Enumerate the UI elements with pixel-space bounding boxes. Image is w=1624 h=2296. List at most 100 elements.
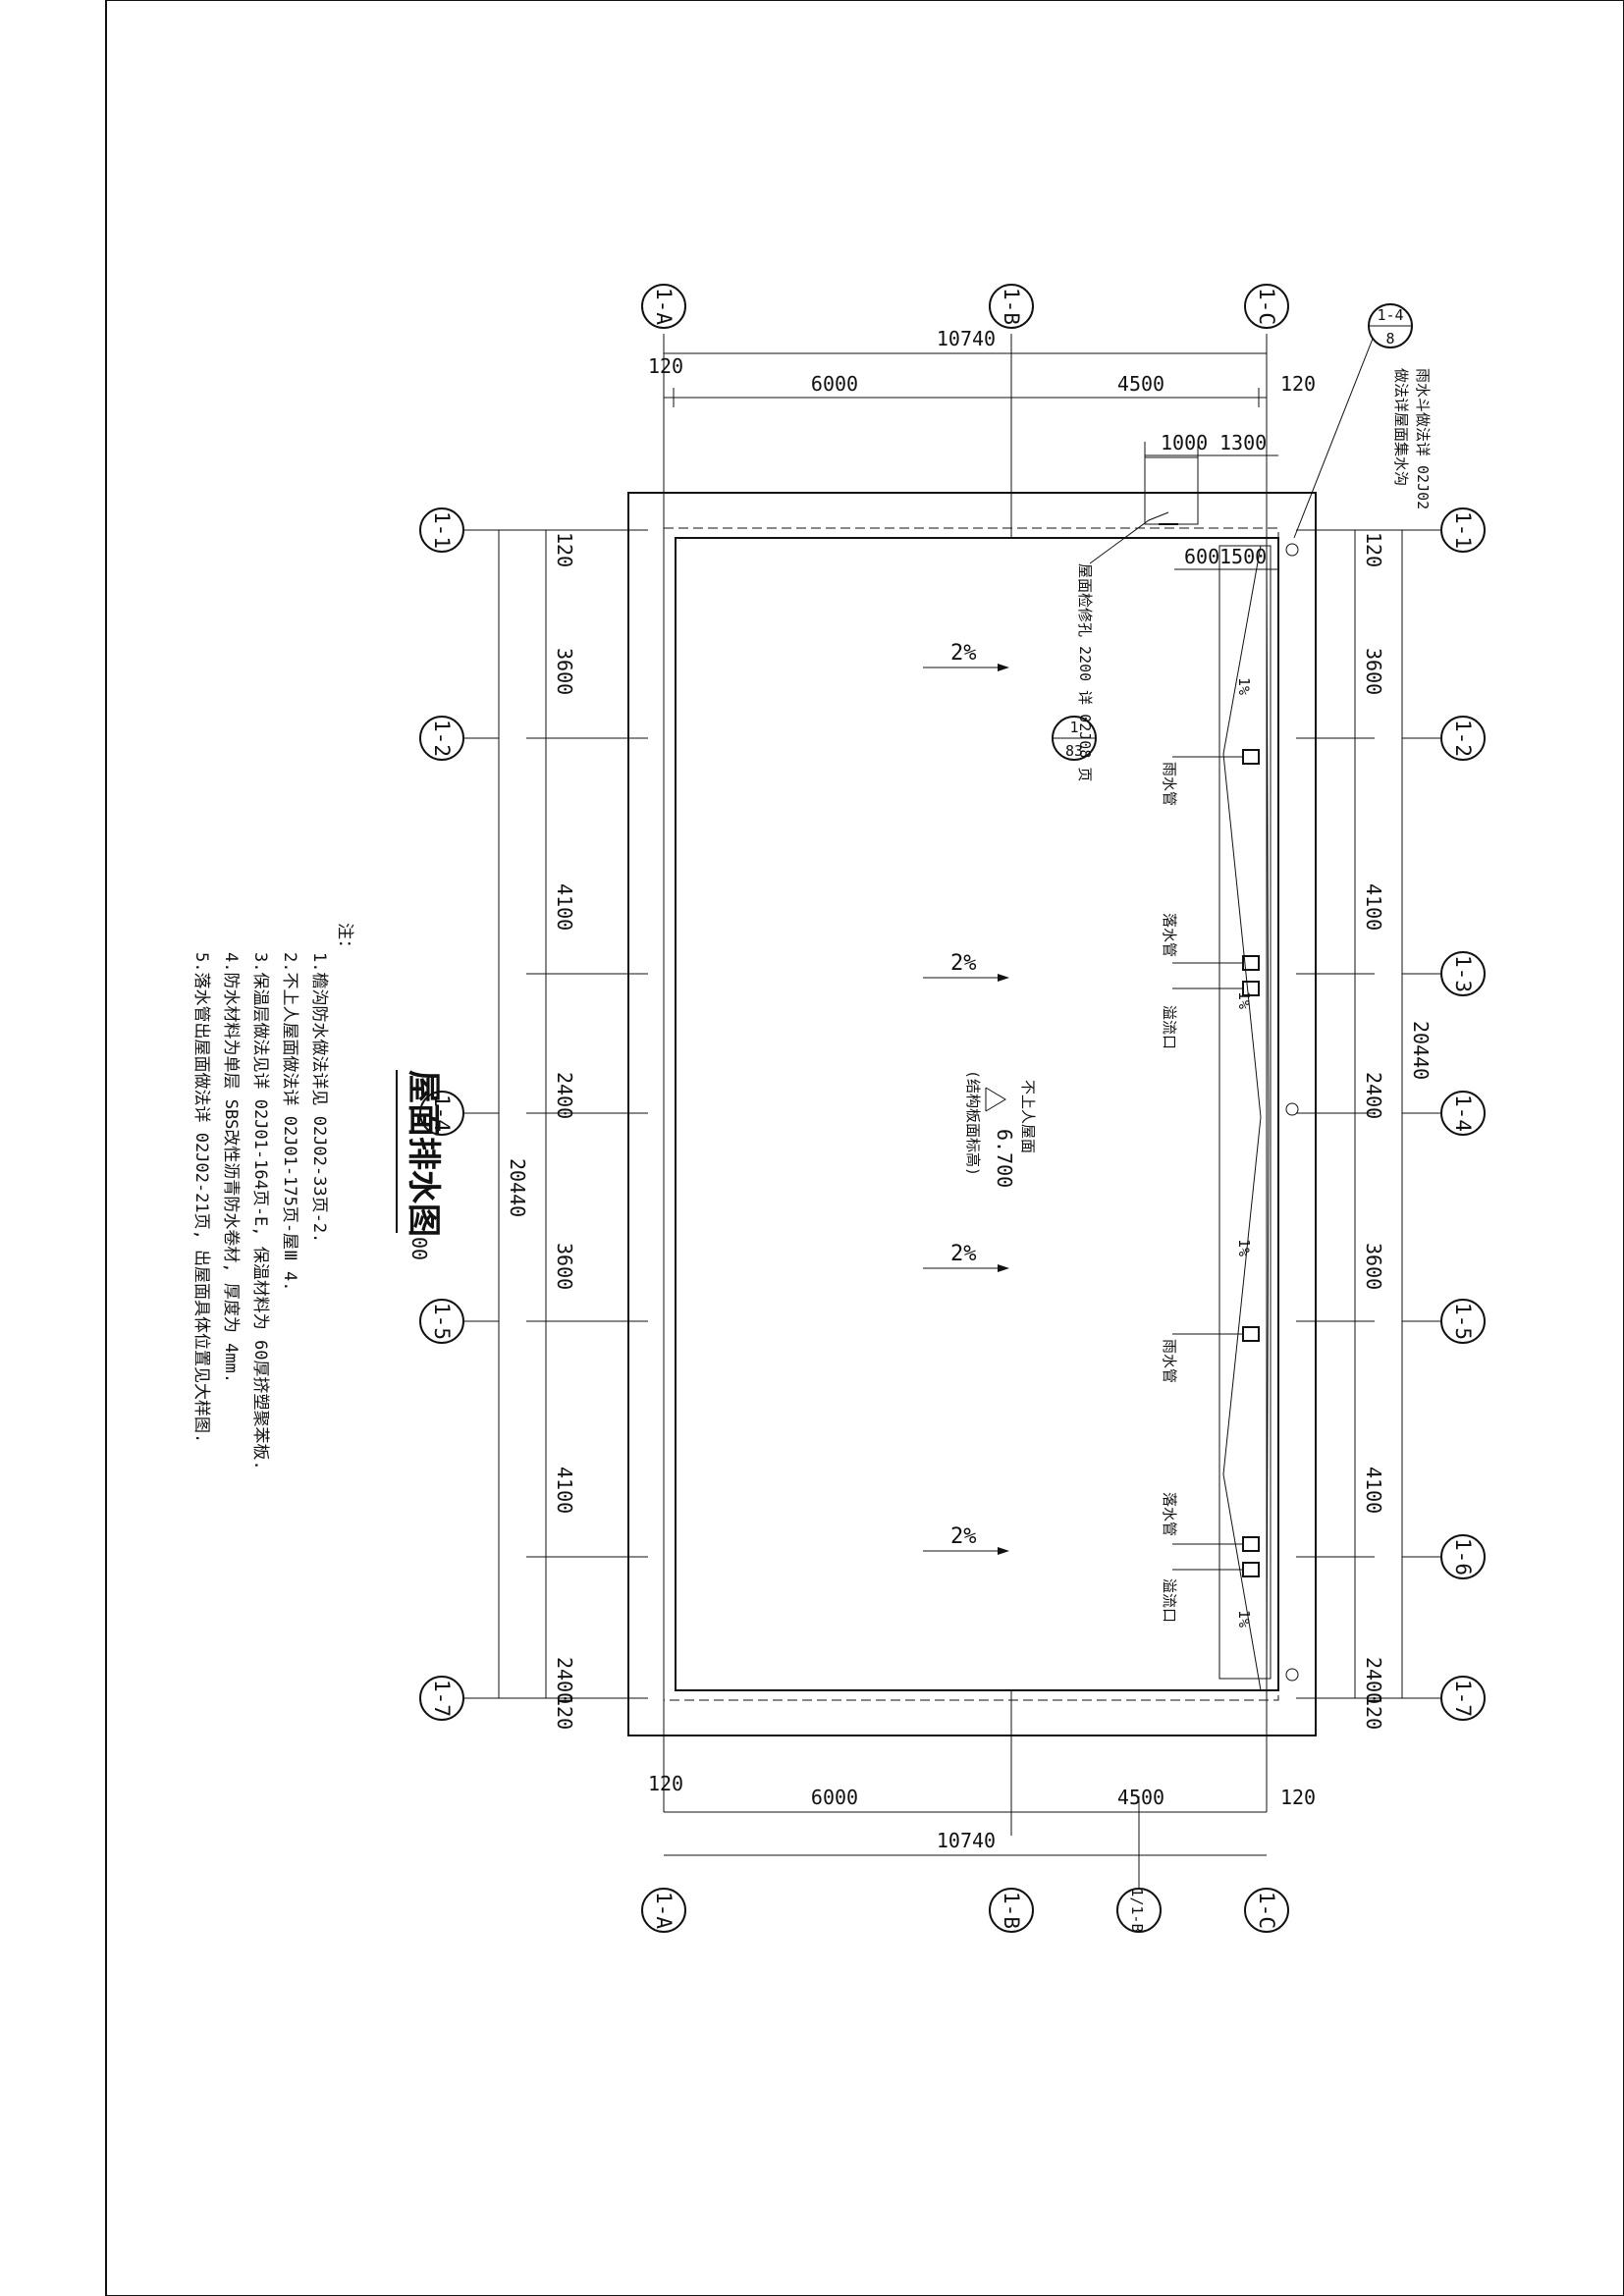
dim-len: 3600 xyxy=(553,1243,576,1290)
gutter-slope: 1% xyxy=(1235,1239,1253,1256)
dim-edge-top-left: 120 xyxy=(648,354,683,378)
axis-label: 1-B xyxy=(1000,288,1023,325)
dim-edge-bottom-left: 120 xyxy=(648,1772,683,1795)
dim-600: 600 xyxy=(1184,545,1219,568)
drawing-title-scale: 00 xyxy=(407,1237,431,1260)
note-item: 4.防水材料为单层 SBS改性沥青防水卷材, 厚度为 4mm. xyxy=(221,952,241,1383)
downpipe-icon xyxy=(1242,1326,1260,1342)
slope-label: 2% xyxy=(950,951,977,976)
detail-reference: 1-4 8 雨水斗做法详 02J02 做法详屋面集水沟 xyxy=(1293,303,1432,539)
axis-label: 1-5 xyxy=(430,1303,454,1340)
overflow-label: 溢流口 xyxy=(1161,1005,1178,1049)
axis-label: 1-1 xyxy=(1451,511,1475,549)
dim-edge-bottom-right: 120 xyxy=(1280,1786,1316,1809)
dim-width-seg-2-top: 4500 xyxy=(1117,372,1164,396)
downpipe-label: 雨水管 xyxy=(1161,1339,1178,1383)
parapet-outer xyxy=(627,492,1317,1736)
slope-arrows: 2% 2% 2% 2% xyxy=(923,641,1009,1555)
level-mark: 6.700 不上人屋面 (结构板面标高) xyxy=(964,1070,1037,1188)
axis-label: 1-4 xyxy=(430,1095,454,1132)
axis-label: 1-C xyxy=(1255,1892,1278,1929)
gutter-note: 雨水斗做法详 02J02 xyxy=(1414,368,1432,509)
axis-bubble xyxy=(641,284,686,329)
axis-label: 1-B xyxy=(1000,1892,1023,1929)
note-item: 1.檐沟防水做法详见 02J02-33页-2. xyxy=(309,952,329,1243)
downpipe-icon xyxy=(1242,749,1260,765)
dim-edge-top-right: 120 xyxy=(1280,372,1316,396)
drains: 雨水管 落水管 溢流口 雨水管 落水管 溢流口 xyxy=(1161,543,1299,1682)
detail-ref2-bottom: 83 xyxy=(1065,742,1083,760)
axis-bubbles-right: 1-1 1-2 1-3 1-4 1-5 1-6 1-7 xyxy=(1402,507,1486,1721)
axis-bubbles-left: 1-1 1-2 1-4 1-5 1-7 xyxy=(419,507,499,1721)
gutter-edge xyxy=(1218,545,1272,1680)
slope-label: 2% xyxy=(950,1524,977,1549)
slope-label: 2% xyxy=(950,1242,977,1266)
notes-heading: 注： xyxy=(335,923,354,956)
dim-width-seg-1-bottom: 6000 xyxy=(811,1786,858,1809)
parapet-inner xyxy=(675,537,1279,1691)
dim-len: 4100 xyxy=(553,1467,576,1514)
axis-label: 1-7 xyxy=(430,1680,454,1717)
axis-label: 1/1-B xyxy=(1128,1888,1146,1932)
dim-total-length-right: 20440 xyxy=(1409,1021,1433,1080)
dim-total-width-top: 10740 xyxy=(937,327,996,350)
detail-ref-bottom: 8 xyxy=(1385,330,1394,347)
drawing-title: 屋面排水图 xyxy=(404,1070,443,1237)
dim-1300: 1300 xyxy=(1219,431,1267,454)
dim-total-length-left: 20440 xyxy=(506,1158,529,1217)
level-label: 不上人屋面 xyxy=(1019,1080,1037,1153)
note-item: 5.落水管出屋面做法详 02J02-21页, 出屋面具体位置见大样图. xyxy=(191,952,211,1443)
dim-len: 3600 xyxy=(1362,1243,1385,1290)
overflow-label: 溢流口 xyxy=(1161,1578,1178,1623)
notes-block: 注： 1.檐沟防水做法详见 02J02-33页-2. 2.不上人屋面做法详 02… xyxy=(191,923,354,1470)
downpipe-label: 落水管 xyxy=(1161,1492,1178,1536)
dim-len: 2400 xyxy=(553,1657,576,1704)
dim-edge: 120 xyxy=(1362,532,1385,567)
dim-edge: 120 xyxy=(553,532,576,567)
axis-label: 1-7 xyxy=(1451,1680,1475,1717)
dim-1500: 1500 xyxy=(1219,545,1267,568)
hatch-detail-bubble: 1 83 屋面检修孔 2200 详 02J08 页 xyxy=(1052,511,1169,781)
axis-label: 1-1 xyxy=(430,511,454,549)
axis-bubbles-bottom: 1-A 1-B 1/1-B 1-C xyxy=(641,1836,1289,1933)
dim-len: 2400 xyxy=(1362,1072,1385,1119)
downpipe-label: 雨水管 xyxy=(1161,762,1178,806)
right-dimensions: 3600 4100 2400 3600 4100 2400 20440 120 … xyxy=(1296,529,1433,1730)
axis-label: 1-2 xyxy=(1451,720,1475,757)
dim-width-seg-1-top: 6000 xyxy=(811,372,858,396)
dim-len: 3600 xyxy=(553,648,576,695)
gutter-slope-lines xyxy=(1222,545,1262,1691)
axis-label: 1-4 xyxy=(1451,1095,1475,1132)
axis-bubbles-top: 1-A 1-B 1-C xyxy=(641,284,1289,329)
slope-label: 2% xyxy=(950,641,977,666)
dim-len: 4100 xyxy=(553,883,576,931)
axis-bubble xyxy=(1244,284,1289,329)
dim-len: 4100 xyxy=(1362,1467,1385,1514)
axis-bubble xyxy=(989,284,1034,329)
dim-len: 4100 xyxy=(1362,883,1385,931)
dim-1000: 1000 xyxy=(1161,431,1208,454)
sheet-frame xyxy=(105,0,1624,2296)
roof-plan: 6.700 不上人屋面 (结构板面标高) 2% 2% 2% 2% 1% 1% 1… xyxy=(627,431,1317,1736)
roof-hatch xyxy=(1144,456,1199,525)
level-sublabel: (结构板面标高) xyxy=(964,1070,982,1176)
dim-len: 2400 xyxy=(1362,1657,1385,1704)
dim-total-width-bottom: 10740 xyxy=(937,1829,996,1852)
detail-ref2-top: 1 xyxy=(1069,719,1078,736)
hatch-note: 屋面检修孔 2200 详 02J08 页 xyxy=(1076,563,1094,781)
gutter-slope: 1% xyxy=(1235,677,1253,695)
dim-width-seg-2-bottom: 4500 xyxy=(1117,1786,1164,1809)
axis-label: 1-6 xyxy=(1451,1538,1475,1575)
left-dimensions: 3600 4100 2400 3600 4100 2400 20440 120 … xyxy=(481,529,648,1730)
note-item: 3.保温层做法见详 02J01-164页-E, 保温材料为 60厚挤塑聚苯板. xyxy=(250,952,270,1470)
gutter-slopes: 1% 1% 1% 1% xyxy=(1235,677,1253,1628)
downpipe-label: 落水管 xyxy=(1161,913,1178,957)
gutter-note-2: 做法详屋面集水沟 xyxy=(1392,368,1410,486)
dim-len: 3600 xyxy=(1362,648,1385,695)
gutter-slope: 1% xyxy=(1235,1610,1253,1628)
top-dimensions: 10740 6000 4500 120 120 xyxy=(648,327,1316,432)
axis-label: 1-A xyxy=(652,1892,676,1929)
downpipe-icon xyxy=(1242,1536,1260,1552)
